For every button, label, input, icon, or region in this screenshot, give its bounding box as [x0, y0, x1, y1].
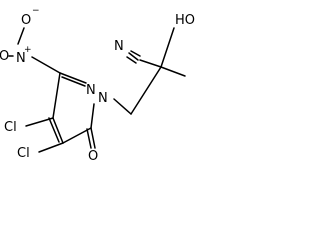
- atom-cl-bottom: Cl: [17, 146, 30, 161]
- bond-c3-n2-outer: [59, 72, 87, 84]
- bond-lines: [8, 27, 186, 153]
- bond-n1-ch2: [113, 98, 132, 115]
- bond-nitrile-c: [126, 56, 137, 64]
- bond-nitrile-b: [128, 52, 139, 61]
- atom-cl-top: Cl: [4, 120, 17, 135]
- bond-c5-c4-outer: [52, 117, 64, 144]
- atom-nitro-o-double: O: [0, 49, 9, 64]
- atom-nitro-n: N: [16, 51, 26, 66]
- atom-nitrile-n: N: [114, 39, 124, 54]
- atom-hydroxyl: HO: [175, 13, 195, 28]
- atom-nitro-o-minus: O: [21, 13, 31, 28]
- atom-nitro-n-charge: +: [24, 45, 32, 55]
- bond-c5-cl-bottom: [38, 142, 64, 153]
- atom-ring-n-bottom: N: [98, 91, 108, 106]
- bond-c6-c5: [62, 127, 92, 144]
- bond-cq-oh: [160, 27, 175, 68]
- bond-c5-c4-inner: [48, 117, 60, 143]
- atom-keto-o: O: [88, 149, 98, 164]
- bond-c6-o-keto-a: [90, 127, 96, 149]
- bond-nitro-n-o-minus: [17, 27, 25, 45]
- bond-c6-o-keto-b: [86, 128, 92, 149]
- bond-ch2-cq: [130, 66, 162, 115]
- bond-c3-n2-inner: [61, 76, 86, 87]
- atom-nitro-o-minus-charge: −: [32, 6, 40, 16]
- atom-ring-n-top: N: [86, 83, 96, 98]
- bond-nitro-n-c3: [31, 56, 61, 74]
- bond-c4-cl-top: [25, 117, 54, 127]
- bond-cq-ch3: [160, 66, 186, 77]
- bond-c4-c3: [52, 72, 61, 119]
- bond-nitrile-a: [130, 50, 141, 57]
- molecule-structure-diagram: N + O − O N N Cl Cl O N HO: [0, 6, 195, 164]
- bond-cq-cn: [139, 59, 162, 68]
- bond-n1-c6: [90, 103, 95, 129]
